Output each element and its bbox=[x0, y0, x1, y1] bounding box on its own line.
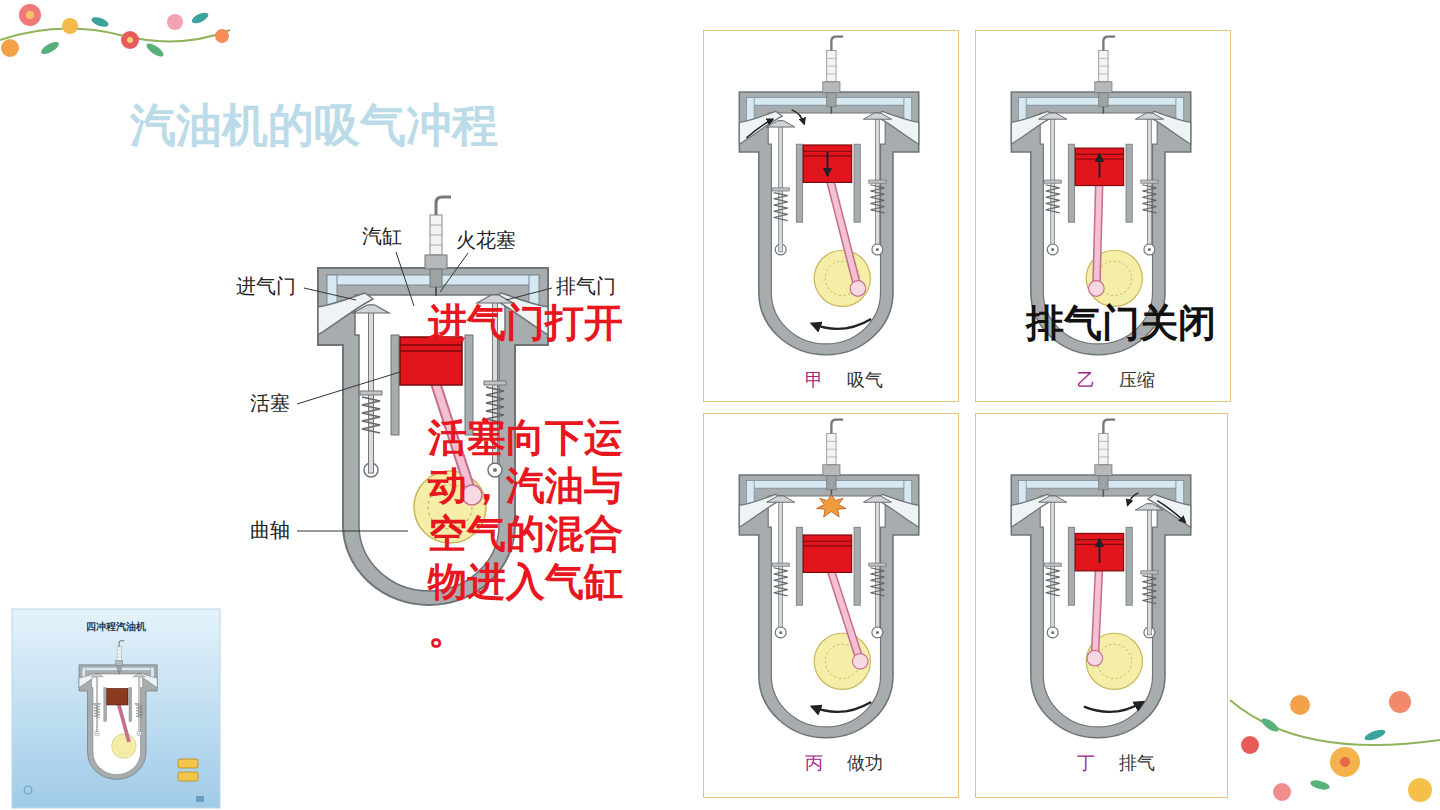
flower-decoration bbox=[1230, 691, 1440, 802]
stroke-panel: 丁 排气 bbox=[975, 413, 1228, 798]
part-label: 火花塞 bbox=[456, 228, 516, 252]
thumbnail-art bbox=[12, 609, 220, 808]
part-label: 曲轴 bbox=[250, 518, 290, 542]
engine-power bbox=[739, 420, 918, 738]
part-label: 进气门 bbox=[236, 274, 296, 298]
slide-title: 汽油机的吸气冲程 bbox=[130, 98, 498, 153]
panel-caption: 压缩 bbox=[1119, 369, 1155, 391]
panel-letter: 丙 bbox=[805, 752, 823, 774]
part-label: 排气门 bbox=[556, 274, 616, 298]
stroke-panel: 丙 做功 bbox=[703, 413, 959, 798]
thumbnail-box: 四冲程汽油机 bbox=[12, 609, 220, 808]
part-label: 活塞 bbox=[250, 391, 290, 415]
stroke-panel: 甲 吸气 bbox=[703, 30, 959, 402]
flower-decoration bbox=[0, 4, 230, 59]
panel-caption: 做功 bbox=[847, 752, 883, 774]
panel-letter: 乙 bbox=[1077, 369, 1095, 391]
callout-note: 进气门打开 bbox=[428, 300, 623, 347]
engine-exhaust bbox=[1011, 420, 1190, 738]
panel-caption: 吸气 bbox=[847, 369, 883, 391]
stroke-panel: 乙 压缩 排气门关闭 bbox=[975, 30, 1231, 402]
panel-letter: 丁 bbox=[1077, 752, 1095, 774]
callout-note: 活塞向下运动，汽油与空气的混合物进入气缸。 bbox=[428, 414, 633, 654]
panel-letter: 甲 bbox=[805, 369, 823, 391]
callout-note: 排气门关闭 bbox=[1026, 301, 1216, 347]
engine-intake bbox=[739, 37, 918, 355]
thumbnail-title: 四冲程汽油机 bbox=[12, 621, 220, 633]
part-label: 汽缸 bbox=[362, 224, 402, 248]
panel-caption: 排气 bbox=[1119, 752, 1155, 774]
